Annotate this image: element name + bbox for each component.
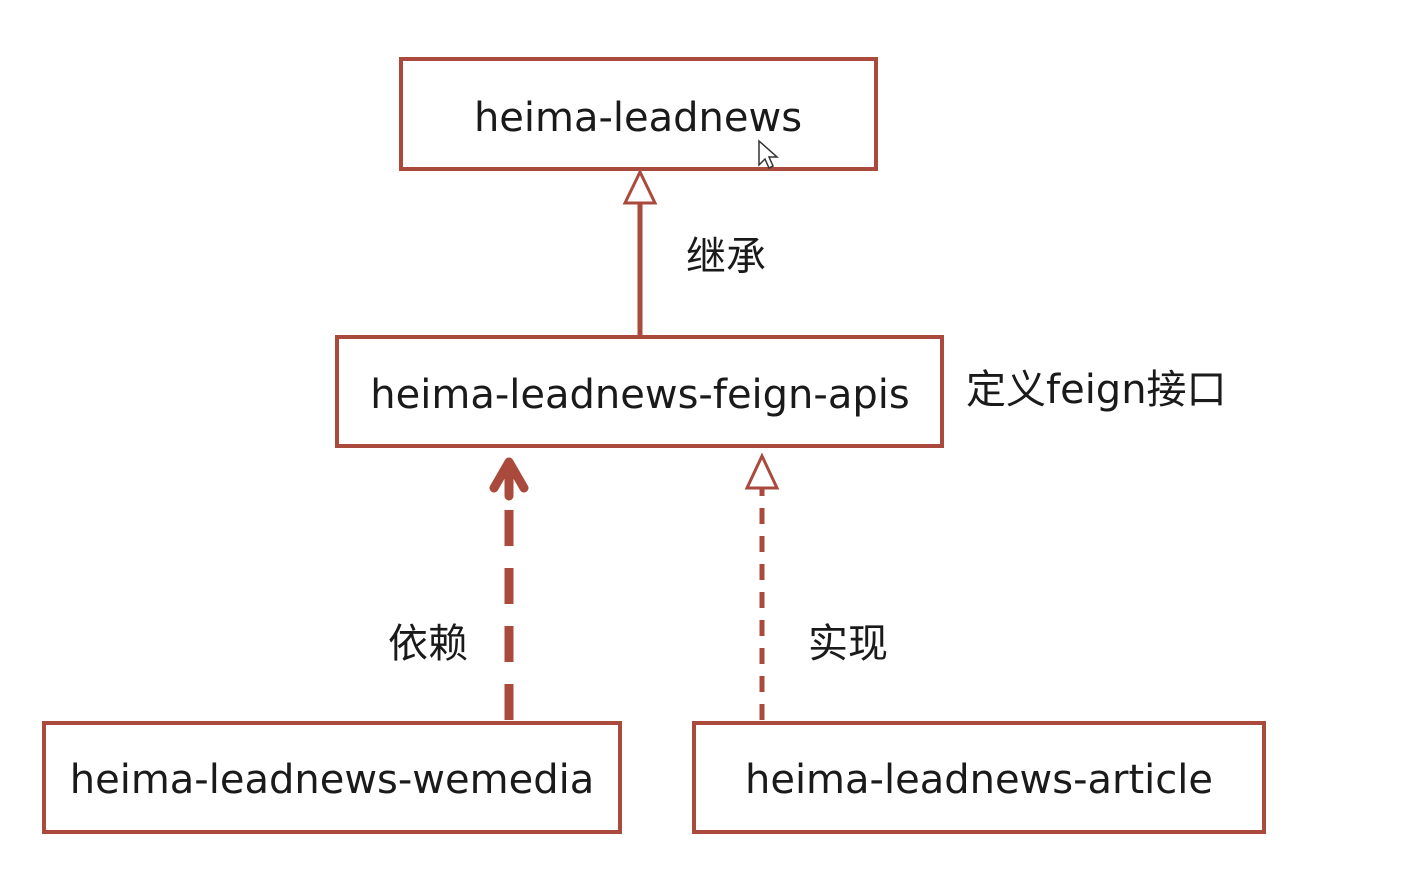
- node-heima-leadnews: heima-leadnews: [399, 57, 878, 171]
- edge-depend: [489, 457, 529, 720]
- mouse-pointer-icon: [758, 139, 779, 170]
- annotation-feign-note: 定义feign接口: [966, 367, 1227, 413]
- edge-label-inherit: 继承: [686, 234, 766, 280]
- node-heima-leadnews-wemedia: heima-leadnews-wemedia: [42, 721, 622, 834]
- node-box: [399, 57, 878, 171]
- edge-implement: [744, 452, 780, 720]
- node-box: [335, 335, 944, 448]
- node-box: [692, 721, 1266, 834]
- node-heima-leadnews-article: heima-leadnews-article: [692, 721, 1266, 834]
- node-label: heima-leadnews: [474, 95, 802, 141]
- node-box: [42, 721, 622, 834]
- node-label: heima-leadnews-article: [745, 757, 1213, 803]
- edge-inherit: [622, 168, 658, 335]
- edge-label-implement: 实现: [808, 621, 888, 667]
- hollow-triangle-arrowhead-icon: [622, 168, 658, 205]
- node-heima-leadnews-feign-apis: heima-leadnews-feign-apis: [335, 335, 944, 448]
- node-label: heima-leadnews-wemedia: [70, 757, 594, 803]
- node-label: heima-leadnews-feign-apis: [370, 372, 909, 418]
- edge-label-depend: 依赖: [388, 621, 468, 667]
- hollow-triangle-arrowhead-icon: [744, 452, 780, 490]
